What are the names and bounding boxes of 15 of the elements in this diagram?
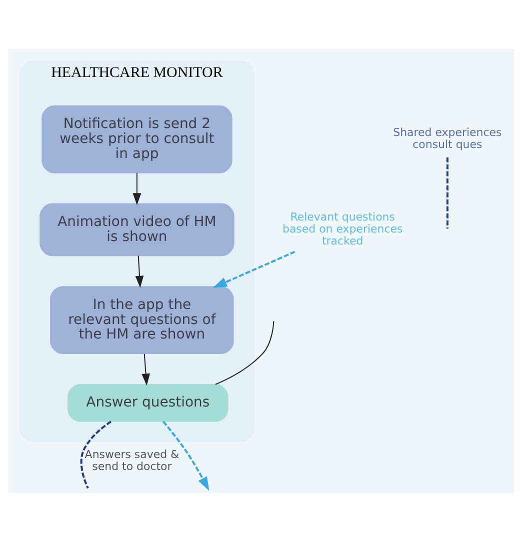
arrow — [162, 420, 210, 491]
arrow — [212, 250, 296, 288]
connector — [215, 320, 274, 385]
node-box: Animation video of HM is shown — [40, 203, 234, 256]
node-box: Answer questions — [68, 384, 228, 422]
arrow — [135, 255, 144, 288]
node-text: Shared experiences consult ques — [393, 126, 502, 152]
node-box: In the app the relevant questions of the HM are shown — [50, 286, 234, 354]
edge-label: Answers saved & send to doctor — [84, 448, 180, 474]
arrow — [142, 353, 150, 386]
node-box: Notification is send 2 weeks prior to consult in app — [42, 105, 232, 174]
arrow — [132, 172, 142, 206]
node-text: Relevant questions based on experiences tracked — [282, 210, 403, 248]
connector — [446, 157, 448, 229]
connector — [80, 420, 112, 489]
